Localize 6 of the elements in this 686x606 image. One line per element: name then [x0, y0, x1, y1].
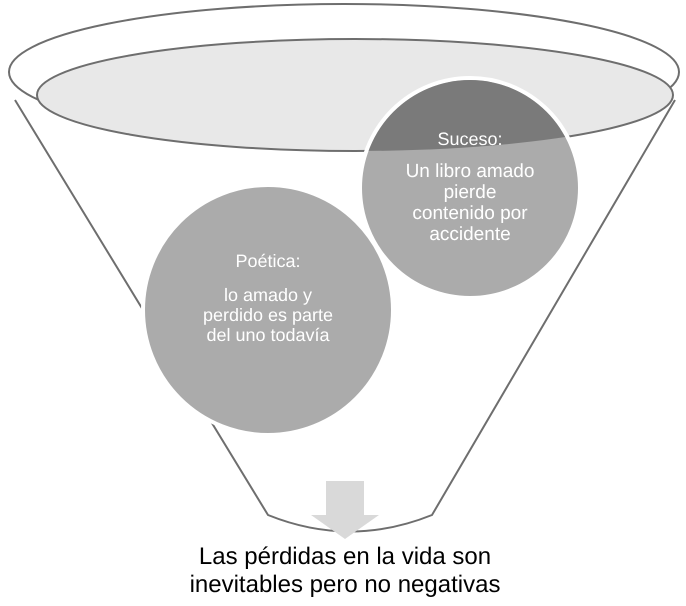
block-arrow [311, 481, 379, 539]
circle-heading: Suceso: [436, 130, 504, 150]
conclusion-text: Las pérdidas en la vida son inevitables pero no negativas [150, 543, 540, 598]
circle-heading: Poética: [234, 252, 302, 272]
circle-text: lo amado y perdido es parte del uno todavía [202, 286, 334, 346]
circle-text: Un libro amado pierde contenido por accidente [405, 162, 535, 246]
